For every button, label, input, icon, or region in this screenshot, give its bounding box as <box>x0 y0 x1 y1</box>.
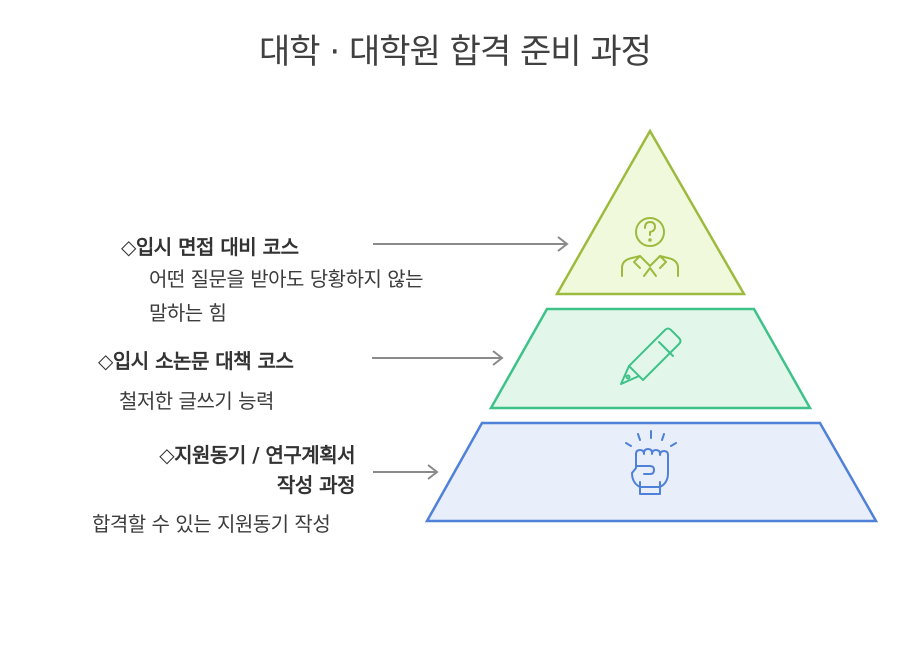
arrow-level-bottom <box>373 464 439 480</box>
level-middle-description: 철저한 글쓰기 능력 <box>119 384 274 418</box>
arrow-level-middle <box>372 350 504 366</box>
level-bottom-description: 합격할 수 있는 지원동기 작성 <box>92 507 331 541</box>
person-question-icon <box>621 217 679 277</box>
diagram-title: 대학 · 대학원 합격 준비 과정 <box>259 32 652 72</box>
pen-icon <box>620 327 682 385</box>
pyramid-level-middle <box>488 307 813 410</box>
level-bottom-heading-line: ◇지원동기 / 연구계획서 <box>159 443 355 467</box>
pyramid-level-bottom <box>424 421 879 523</box>
level-bottom-description-line: 합격할 수 있는 지원동기 작성 <box>92 512 331 536</box>
arrow-level-top <box>373 236 569 252</box>
raised-fist-icon <box>625 430 677 495</box>
level-middle-description-line: 철저한 글쓰기 능력 <box>119 389 274 413</box>
level-top-description: 어떤 질문을 받아도 당황하지 않는 말하는 힘 <box>149 262 424 330</box>
level-top-description-line: 어떤 질문을 받아도 당황하지 않는 <box>149 267 424 291</box>
level-bottom-heading-line: 작성 과정 <box>276 473 356 497</box>
pyramid-level-top <box>554 128 747 296</box>
level-top-description-line: 말하는 힘 <box>149 301 227 325</box>
level-top-heading: ◇입시 면접 대비 코스 <box>121 235 299 259</box>
level-bottom-heading: ◇지원동기 / 연구계획서 작성 과정 <box>159 440 355 500</box>
level-middle-heading: ◇입시 소논문 대책 코스 <box>98 349 294 373</box>
